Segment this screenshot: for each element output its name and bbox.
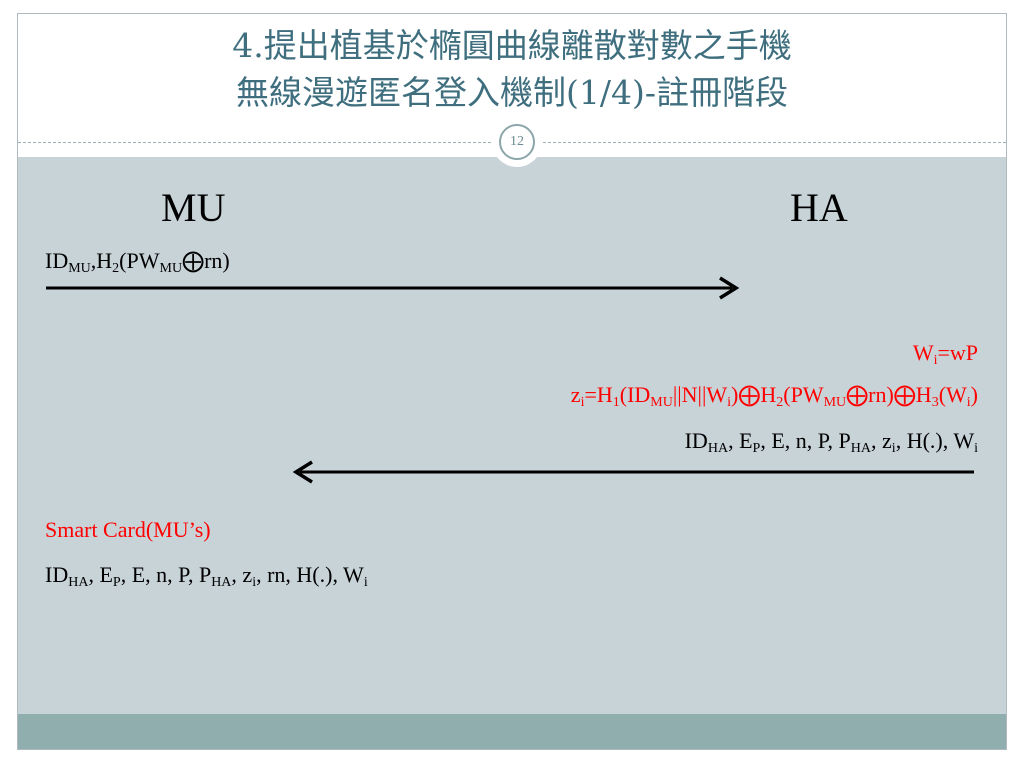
party-ha: HA bbox=[790, 185, 848, 230]
ha-compute-zi: zi=H1(IDMU||N||Wi)⨁H2(PWMU⨁rn)⨁H3(Wi) bbox=[570, 382, 978, 410]
footer-band bbox=[18, 714, 1006, 749]
smart-card-label: Smart Card(MU’s) bbox=[45, 517, 211, 542]
content-area bbox=[18, 157, 1006, 716]
smart-card-contents: IDHA, EP, E, n, P, PHA, zi, rn, H(.), Wi bbox=[45, 562, 368, 590]
page-number: 12 bbox=[499, 124, 535, 160]
slide: 4.提出植基於橢圓曲線離散對數之手機 無線漫遊匿名登入機制(1/4)-註冊階段 … bbox=[17, 13, 1007, 750]
party-mu: MU bbox=[161, 185, 226, 230]
registration-request-label: IDMU,H2(PWMU⨁rn) bbox=[45, 248, 230, 276]
slide-title: 4.提出植基於橢圓曲線離散對數之手機 無線漫遊匿名登入機制(1/4)-註冊階段 bbox=[18, 22, 1006, 116]
registration-response-label: IDHA, EP, E, n, P, PHA, zi, H(.), Wi bbox=[684, 428, 978, 456]
ha-compute-wi: Wi=wP bbox=[912, 340, 978, 368]
title-line-1: 4.提出植基於橢圓曲線離散對數之手機 bbox=[232, 26, 792, 65]
title-line-2: 無線漫遊匿名登入機制(1/4)-註冊階段 bbox=[235, 73, 788, 112]
page-number-badge: 12 bbox=[492, 117, 542, 167]
